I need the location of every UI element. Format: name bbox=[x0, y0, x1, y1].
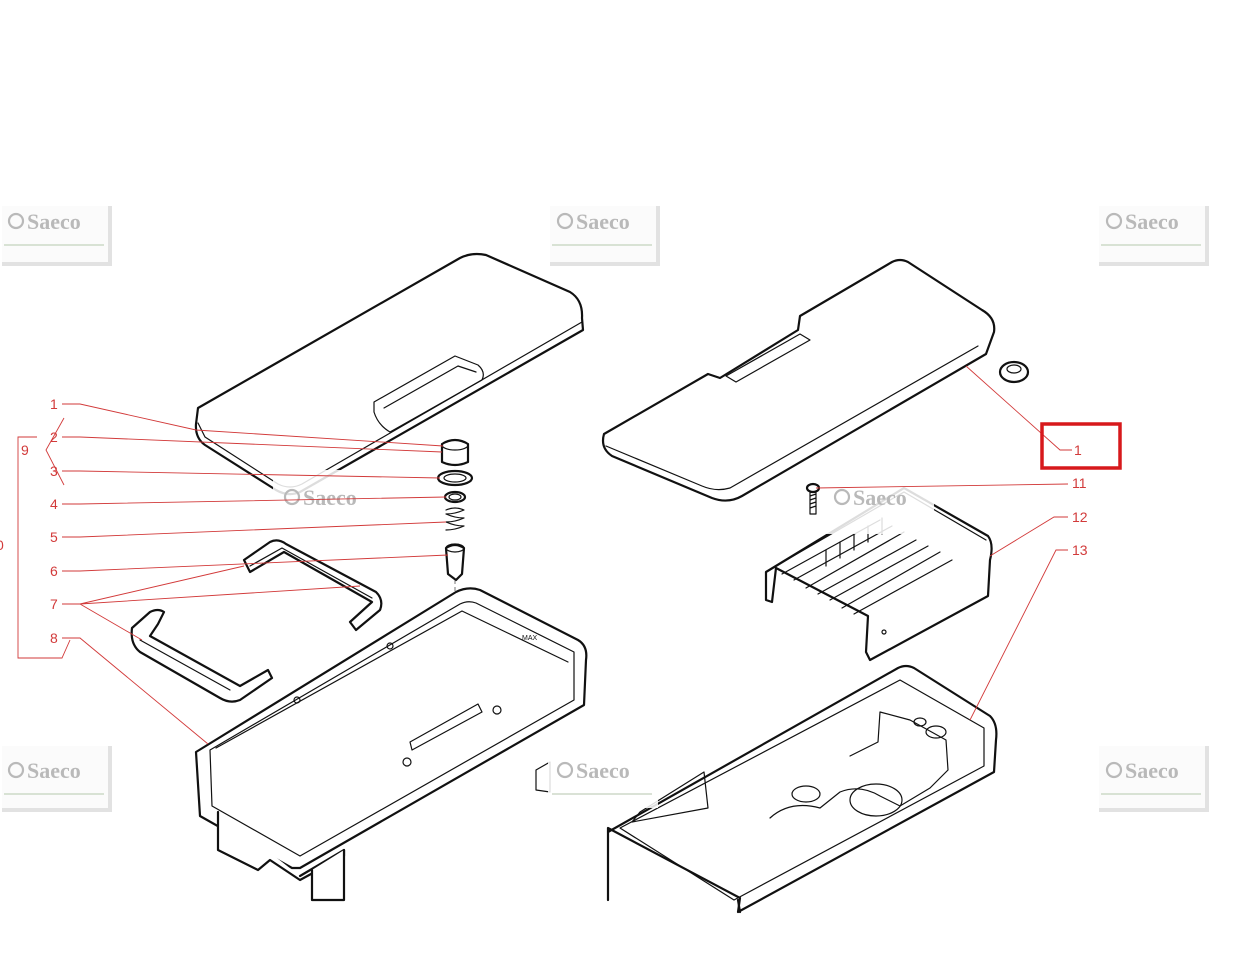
callout-1-right: 1 bbox=[1074, 442, 1082, 458]
watermark-bottom-left: Saeco bbox=[0, 744, 112, 812]
spring-part-5 bbox=[445, 507, 465, 531]
handle-lower-part-7 bbox=[130, 608, 274, 703]
callout-10-partial: 0 bbox=[0, 537, 4, 553]
lid-knob-part bbox=[998, 360, 1030, 384]
right-callouts: 1 11 12 13 bbox=[815, 365, 1122, 721]
screw-part-11 bbox=[805, 482, 821, 515]
handle-upper-part-7 bbox=[242, 539, 383, 632]
drip-tray-part-13 bbox=[606, 664, 998, 914]
callout-13: 13 bbox=[1072, 542, 1088, 558]
watermark-top-left: Saeco bbox=[0, 204, 112, 266]
watermark-text: Saeco bbox=[576, 758, 630, 783]
callout-3: 3 bbox=[50, 463, 58, 479]
callout-7: 7 bbox=[50, 596, 58, 612]
watermark-middle-left: Saeco bbox=[273, 470, 383, 536]
watermark-text: Saeco bbox=[853, 485, 907, 510]
saeco-logo-icon bbox=[7, 761, 25, 779]
watermark-text: Saeco bbox=[1125, 209, 1179, 234]
valve-cap-part-2 bbox=[440, 438, 470, 467]
watermark-top-right: Saeco bbox=[1097, 204, 1209, 266]
watermark-text: Saeco bbox=[303, 485, 357, 510]
callout-9: 9 bbox=[21, 442, 29, 458]
callout-1-left: 1 bbox=[50, 396, 58, 412]
watermark-bottom-center: Saeco bbox=[548, 744, 658, 808]
saeco-logo-icon bbox=[7, 212, 25, 230]
water-tank-part-8: MAX bbox=[194, 587, 588, 902]
saeco-logo-icon bbox=[283, 488, 301, 506]
callout-12: 12 bbox=[1072, 509, 1088, 525]
watermark-top-center: Saeco bbox=[548, 204, 660, 266]
saeco-logo-icon bbox=[556, 761, 574, 779]
watermark-text: Saeco bbox=[576, 209, 630, 234]
o-ring-part-3 bbox=[436, 469, 474, 487]
watermark-text: Saeco bbox=[27, 209, 81, 234]
watermark-text: Saeco bbox=[1125, 758, 1179, 783]
callout-8: 8 bbox=[50, 630, 58, 646]
highlight-box-part-1 bbox=[1040, 422, 1122, 470]
callout-2: 2 bbox=[50, 429, 58, 445]
o-ring-part-4 bbox=[443, 490, 467, 504]
callout-4: 4 bbox=[50, 496, 58, 512]
callout-5: 5 bbox=[50, 529, 58, 545]
left-callouts: 1 2 3 4 5 6 7 8 9 0 bbox=[0, 396, 449, 745]
max-mark: MAX bbox=[522, 635, 538, 642]
callout-6: 6 bbox=[50, 563, 58, 579]
callout-11: 11 bbox=[1072, 475, 1087, 491]
saeco-logo-icon bbox=[1105, 212, 1123, 230]
right-tank-lid bbox=[601, 258, 996, 502]
saeco-logo-icon bbox=[833, 488, 851, 506]
watermark-text: Saeco bbox=[27, 758, 81, 783]
watermark-middle-right: Saeco bbox=[822, 470, 934, 534]
saeco-logo-icon bbox=[556, 212, 574, 230]
saeco-logo-icon bbox=[1105, 761, 1123, 779]
watermark-bottom-right: Saeco bbox=[1097, 744, 1209, 812]
left-tank-lid bbox=[194, 252, 585, 496]
